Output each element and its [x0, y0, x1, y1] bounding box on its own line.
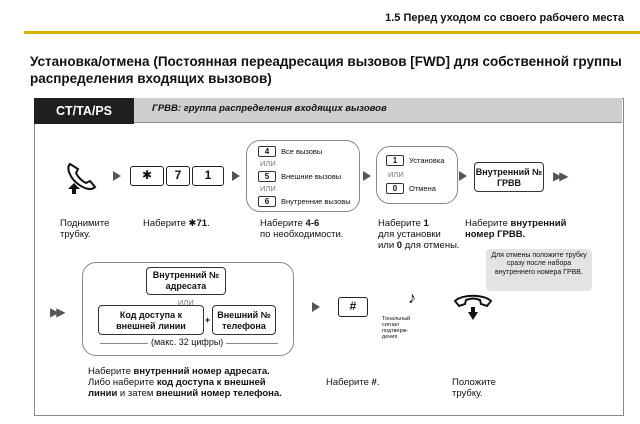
- or-icon: ИЛИ: [178, 298, 194, 307]
- destination-bracket: [82, 262, 294, 356]
- key-1-set[interactable]: 1: [386, 155, 404, 166]
- cancel-label: Отмена: [409, 184, 436, 193]
- key-1[interactable]: 1: [192, 166, 224, 186]
- confirmation-tone-label: Тональный сигнал подтверж-дения: [382, 316, 411, 340]
- max-digits-label: (макс. 32 цифры): [148, 337, 227, 347]
- double-arrow-icon: ▶▶: [50, 305, 65, 319]
- arrow-icon: [312, 302, 320, 312]
- caption-dial-code: Наберите ✱71.: [143, 218, 210, 229]
- key-outside-line-access-code[interactable]: Код доступа к внешней линии: [98, 305, 204, 335]
- on-hook-handset-icon: [452, 293, 494, 325]
- cancel-tooltip: Для отмены положите трубку сразу после н…: [486, 249, 592, 291]
- arrow-icon: [113, 171, 121, 181]
- set-label: Установка: [409, 156, 445, 165]
- key-star[interactable]: ✱: [130, 166, 164, 186]
- double-arrow-icon: ▶▶: [553, 169, 568, 183]
- arrow-icon: [232, 171, 240, 181]
- key-7[interactable]: 7: [166, 166, 190, 186]
- or-icon: ИЛИ: [260, 184, 276, 193]
- music-note-icon: ♪: [408, 290, 416, 307]
- option-label: Внешние вызовы: [281, 172, 342, 181]
- section-title: 1.5 Перед уходом со своего рабочего мест…: [385, 12, 624, 24]
- caption-hash: Наберите #.: [326, 377, 380, 388]
- options-bracket: [246, 140, 360, 212]
- or-icon: ИЛИ: [260, 159, 276, 168]
- page-title: Установка/отмена (Постоянная переадресац…: [30, 54, 622, 86]
- option-label: Внутренние вызовы: [281, 197, 351, 206]
- or-icon: ИЛИ: [388, 170, 404, 179]
- arrow-icon: [459, 171, 467, 181]
- key-0-cancel[interactable]: 0: [386, 183, 404, 194]
- key-group-extension[interactable]: Внутренний № ГРВВ: [474, 162, 544, 192]
- caption-destination: Наберите внутренний номер адресата.Либо …: [88, 366, 282, 399]
- key-4[interactable]: 4: [258, 146, 276, 157]
- key-outside-number[interactable]: Внешний № телефона: [212, 305, 276, 335]
- arrow-icon: [363, 171, 371, 181]
- key-hash[interactable]: #: [338, 297, 368, 317]
- device-badge: CT/TA/PS: [34, 98, 134, 124]
- plus-icon: +: [205, 315, 211, 325]
- key-destination-extension[interactable]: Внутренний № адресата: [146, 267, 226, 295]
- header-rule: [24, 31, 640, 34]
- key-6[interactable]: 6: [258, 196, 276, 207]
- setcancel-bracket: [376, 146, 458, 204]
- page-header: 1.5 Перед уходом со своего рабочего мест…: [0, 0, 640, 36]
- off-hook-handset-icon: [64, 160, 104, 196]
- option-label: Все вызовы: [281, 147, 323, 156]
- panel-subtitle: ГРВВ: группа распределения входящих вызо…: [152, 103, 387, 114]
- key-5[interactable]: 5: [258, 171, 276, 182]
